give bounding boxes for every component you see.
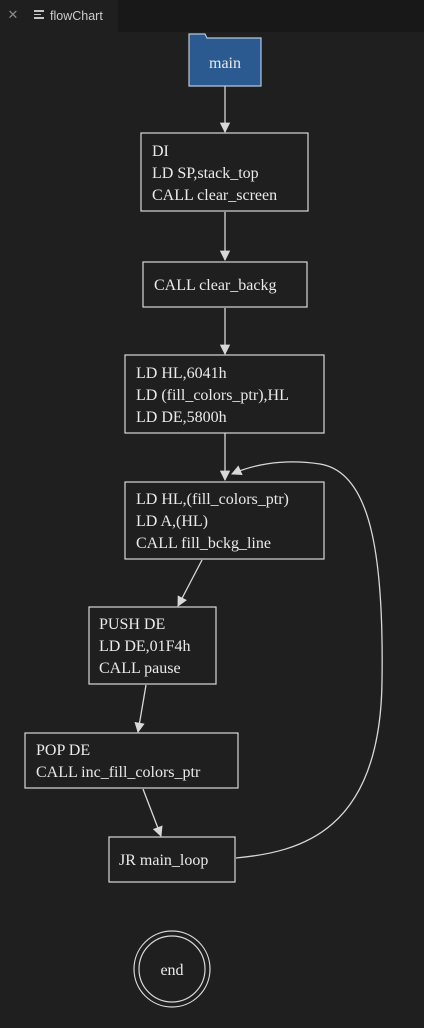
node-inc-ptr[interactable]: POP DE CALL inc_fill_colors_ptr: [24, 732, 239, 789]
main-node-label: main: [209, 55, 241, 72]
flowchart-canvas: main DI LD SP,stack_top CALL clear_scree…: [0, 32, 424, 1023]
node-jr-loop[interactable]: JR main_loop: [108, 836, 236, 883]
node-setup-colors-line-1: LD HL,6041h: [136, 365, 227, 382]
node-init-box: [140, 132, 309, 212]
node-pause-box: [88, 606, 217, 685]
edge-n7-n4-loop: [231, 461, 383, 859]
node-init-line-2: LD SP,stack_top: [152, 165, 259, 182]
node-setup-colors-box: [124, 354, 325, 434]
tab-label: flowChart: [50, 9, 103, 23]
node-main-loop-line-2: LD A,(HL): [136, 513, 208, 530]
node-end[interactable]: end: [133, 930, 211, 1008]
tab-flowchart[interactable]: ✕ flowChart: [0, 0, 118, 32]
node-pause-line-3: CALL pause: [99, 660, 181, 677]
node-clear-backg-box: [142, 261, 308, 308]
node-setup-colors-line-2: LD (fill_colors_ptr),HL: [136, 387, 289, 404]
node-pause[interactable]: PUSH DE LD DE,01F4h CALL pause: [88, 606, 217, 685]
node-inc-ptr-line-2: CALL inc_fill_colors_ptr: [36, 764, 201, 781]
flowchart-svg: main DI LD SP,stack_top CALL clear_scree…: [24, 33, 383, 1008]
edge-n6-n7: [142, 788, 163, 837]
node-init[interactable]: DI LD SP,stack_top CALL clear_screen: [140, 132, 309, 212]
node-inc-ptr-box: [24, 732, 239, 789]
node-jr-loop-box: [108, 836, 236, 883]
end-outer-circle: [133, 930, 211, 1008]
lines-icon: [34, 10, 44, 22]
node-main-loop-line-3: CALL fill_bckg_line: [136, 535, 271, 552]
node-setup-colors-line-3: LD DE,5800h: [136, 409, 227, 426]
node-main[interactable]: main: [188, 33, 262, 87]
node-main-loop[interactable]: LD HL,(fill_colors_ptr) LD A,(HL) CALL f…: [124, 481, 325, 560]
node-setup-colors[interactable]: LD HL,6041h LD (fill_colors_ptr),HL LD D…: [124, 354, 325, 434]
node-clear-backg-line-1: CALL clear_backg: [154, 277, 276, 294]
edge-n4-n5: [177, 559, 203, 607]
node-inc-ptr-line-1: POP DE: [36, 742, 90, 759]
edge-n5-n6: [134, 684, 147, 734]
node-init-line-3: CALL clear_screen: [152, 187, 277, 204]
tab-bar: ✕ flowChart: [0, 0, 424, 32]
node-main-loop-line-1: LD HL,(fill_colors_ptr): [136, 491, 289, 508]
node-init-line-1: DI: [152, 143, 169, 160]
node-jr-loop-line-1: JR main_loop: [119, 852, 208, 869]
close-icon[interactable]: ✕: [7, 7, 19, 22]
edges: [134, 86, 383, 859]
end-node-label: end: [160, 962, 183, 979]
end-inner-circle: [138, 935, 206, 1003]
node-pause-line-2: LD DE,01F4h: [99, 638, 191, 655]
node-clear-backg[interactable]: CALL clear_backg: [142, 261, 308, 308]
node-pause-line-1: PUSH DE: [99, 616, 165, 633]
main-node-shape: [188, 33, 262, 87]
node-main-loop-box: [124, 481, 325, 560]
